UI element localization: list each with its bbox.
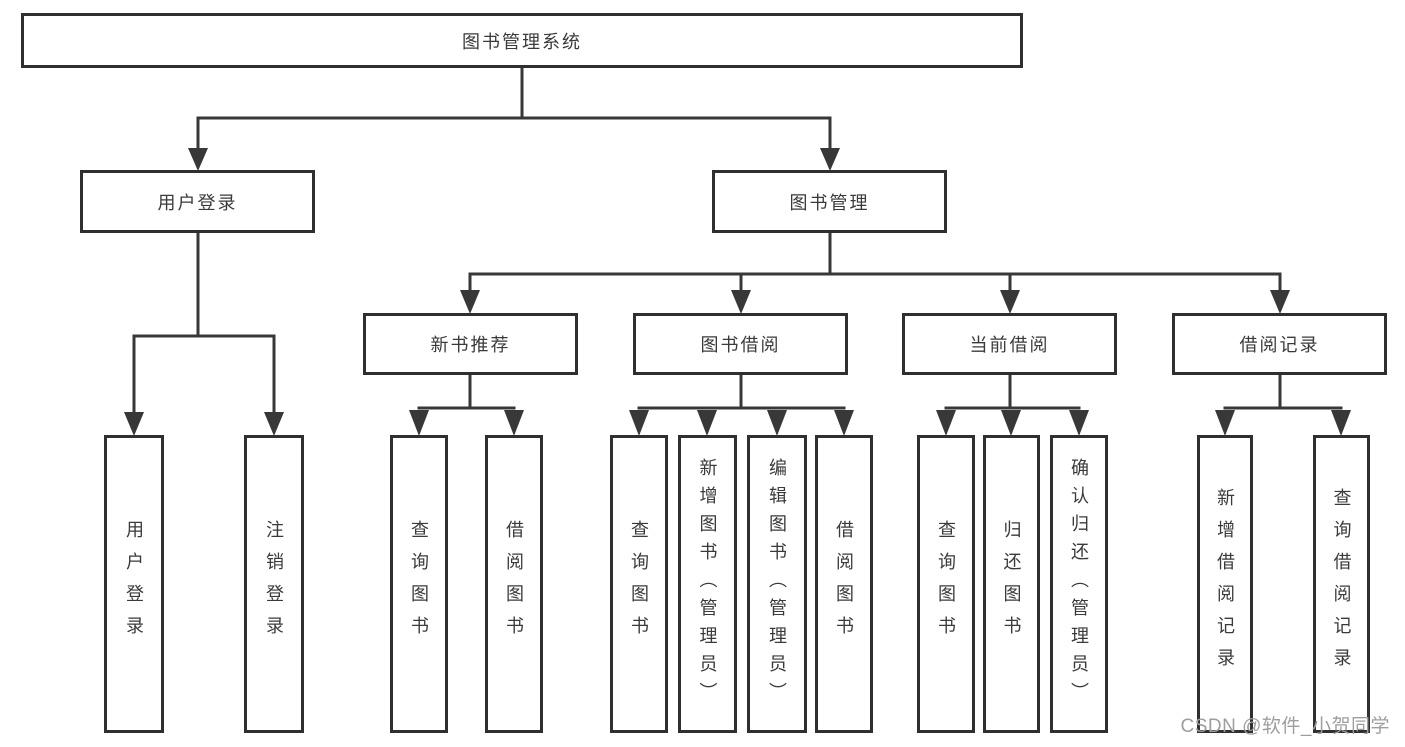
node-system-root: 图书管理系统 (21, 13, 1023, 68)
node-label: 借阅记录 (1239, 335, 1320, 355)
leaf-label: 查询借阅记录 (1331, 488, 1352, 680)
node-user-login: 用户登录 (80, 170, 315, 233)
leaf-label: 编辑图书（管理员） (767, 458, 787, 710)
node-label: 图书管理 (789, 192, 870, 213)
leaf-query-books-current: 查询图书 (917, 435, 975, 733)
leaf-label: 归还图书 (1001, 520, 1022, 648)
connector-records (1215, 375, 1351, 436)
leaf-borrow-books-borrowing: 借阅图书 (815, 435, 873, 733)
leaf-label: 借阅图书 (834, 520, 854, 648)
node-book-borrowing: 图书借阅 (633, 313, 848, 375)
node-label: 图书管理系统 (462, 31, 582, 52)
connector-current (936, 375, 1089, 436)
leaf-user-login: 用户登录 (104, 435, 164, 733)
node-borrow-records: 借阅记录 (1172, 313, 1387, 375)
leaf-label: 查询图书 (936, 520, 956, 648)
leaf-label: 注销登录 (264, 520, 284, 648)
leaf-return-books: 归还图书 (983, 435, 1040, 733)
node-label: 图书借阅 (700, 335, 781, 355)
node-label: 当前借阅 (969, 335, 1050, 355)
node-book-management: 图书管理 (712, 170, 947, 233)
leaf-query-books-borrowing: 查询图书 (610, 435, 668, 733)
leaf-label: 查询图书 (409, 520, 429, 648)
leaf-query-books-newbooks: 查询图书 (390, 435, 448, 733)
leaf-label: 确认归还（管理员） (1069, 458, 1089, 710)
leaf-edit-books-admin: 编辑图书（管理员） (747, 435, 807, 733)
node-label: 用户登录 (157, 192, 238, 213)
node-current-borrowing: 当前借阅 (902, 313, 1117, 375)
leaf-add-books-admin: 新增图书（管理员） (678, 435, 737, 733)
leaf-label: 查询图书 (629, 520, 649, 648)
leaf-label: 用户登录 (124, 520, 144, 648)
connector-book-mgmt (460, 233, 1290, 314)
connector-root (188, 68, 840, 171)
node-new-book-recommend: 新书推荐 (363, 313, 578, 375)
leaf-borrow-books-newbooks: 借阅图书 (485, 435, 543, 733)
connector-borrowing (629, 375, 854, 436)
node-label: 新书推荐 (430, 335, 511, 355)
leaf-confirm-return-admin: 确认归还（管理员） (1050, 435, 1108, 733)
leaf-label: 新增借阅记录 (1215, 488, 1235, 680)
csdn-watermark: CSDN @软件_小贺同学 (1180, 716, 1390, 737)
leaf-label: 新增图书（管理员） (697, 458, 718, 710)
connector-new-books (409, 375, 524, 436)
leaf-query-borrow-record: 查询借阅记录 (1313, 435, 1370, 733)
connector-user-login (124, 233, 284, 436)
leaf-logout: 注销登录 (244, 435, 304, 733)
leaf-label: 借阅图书 (504, 520, 524, 648)
leaf-add-borrow-record: 新增借阅记录 (1197, 435, 1253, 733)
